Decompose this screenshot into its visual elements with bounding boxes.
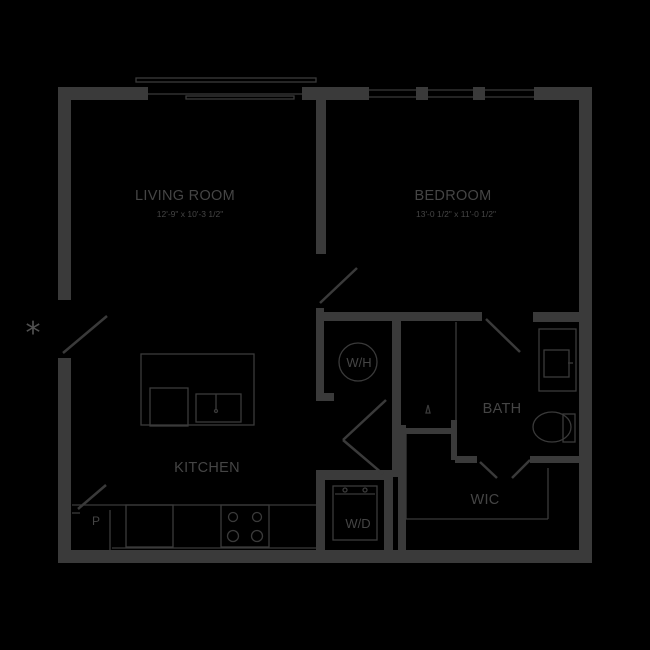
- toilet-tank: [562, 413, 576, 443]
- wall-wd-right: [384, 470, 393, 563]
- door-bath: [485, 318, 521, 353]
- wd-knob-left: [342, 487, 348, 493]
- mullion-1: [416, 87, 428, 100]
- wall-center-lower: [398, 425, 406, 563]
- range: [220, 504, 270, 548]
- vanity-sink: [543, 349, 570, 378]
- vanity: [538, 328, 577, 392]
- kitchen-label: KITCHEN: [174, 460, 240, 476]
- living-room-dimensions: 12'-9" x 10'-3 1/2": [157, 209, 223, 219]
- wall-center-vertical: [392, 312, 401, 477]
- bath-label: BATH: [483, 401, 522, 417]
- windows: [135, 77, 534, 100]
- burner-1: [227, 511, 239, 523]
- interior-walls: [316, 87, 580, 563]
- door-entry: [62, 315, 108, 354]
- toilet-bowl: [532, 411, 572, 443]
- refrigerator: [125, 504, 174, 548]
- sink-drain: [213, 408, 219, 414]
- water-heater-label: W/H: [346, 355, 371, 370]
- living-room-label: LIVING ROOM: [135, 188, 235, 204]
- kitchen-sink: [195, 393, 242, 423]
- door-closet-a: [342, 399, 387, 441]
- door-wic-left: [479, 461, 498, 479]
- bedroom-label: BEDROOM: [414, 188, 491, 204]
- wall-left-lower: [58, 358, 71, 563]
- washer-dryer: [332, 485, 378, 541]
- wic-label: WIC: [470, 492, 499, 508]
- kitchen-island: [140, 353, 255, 426]
- wall-wd-left: [316, 470, 325, 563]
- wall-top-left: [58, 87, 148, 100]
- floor-drain: [425, 404, 431, 414]
- doors: [62, 267, 531, 510]
- wall-top-right: [534, 87, 592, 100]
- dishwasher: [149, 387, 189, 427]
- wall-wh-left: [316, 308, 324, 400]
- burner-4: [250, 529, 264, 543]
- wall-wh-bottom: [316, 393, 334, 401]
- wall-linen-step: [451, 420, 457, 460]
- washer-dryer-label: W/D: [345, 516, 370, 531]
- wall-top-middle: [302, 87, 369, 100]
- mullion-2: [473, 87, 485, 100]
- door-closet-b: [342, 439, 384, 475]
- wall-linen-top: [403, 428, 455, 434]
- labels: LIVING ROOM 12'-9" x 10'-3 1/2" BEDROOM …: [26, 188, 522, 531]
- window-living-inner: [185, 95, 295, 100]
- wd-knob-right: [362, 487, 368, 493]
- window-living-outer: [135, 77, 317, 83]
- pantry-label: P: [92, 514, 100, 528]
- door-wic-right: [511, 459, 531, 479]
- burner-2: [251, 511, 263, 523]
- water-heater: [338, 342, 378, 382]
- wall-bath-bottom-left: [455, 456, 477, 463]
- door-bedroom: [319, 267, 358, 304]
- burner-3: [226, 529, 240, 543]
- entry-marker-icon: *: [26, 316, 41, 351]
- wall-living-bedroom: [316, 87, 326, 254]
- wall-bath-bottom-right: [530, 456, 580, 463]
- fixtures: [72, 322, 577, 550]
- wall-left-upper: [58, 87, 71, 300]
- wall-right: [579, 87, 592, 563]
- wall-wd-top: [316, 470, 393, 480]
- bedroom-dimensions: 13'-0 1/2" x 11'-0 1/2": [416, 209, 496, 219]
- wall-bath-top-right: [533, 312, 580, 322]
